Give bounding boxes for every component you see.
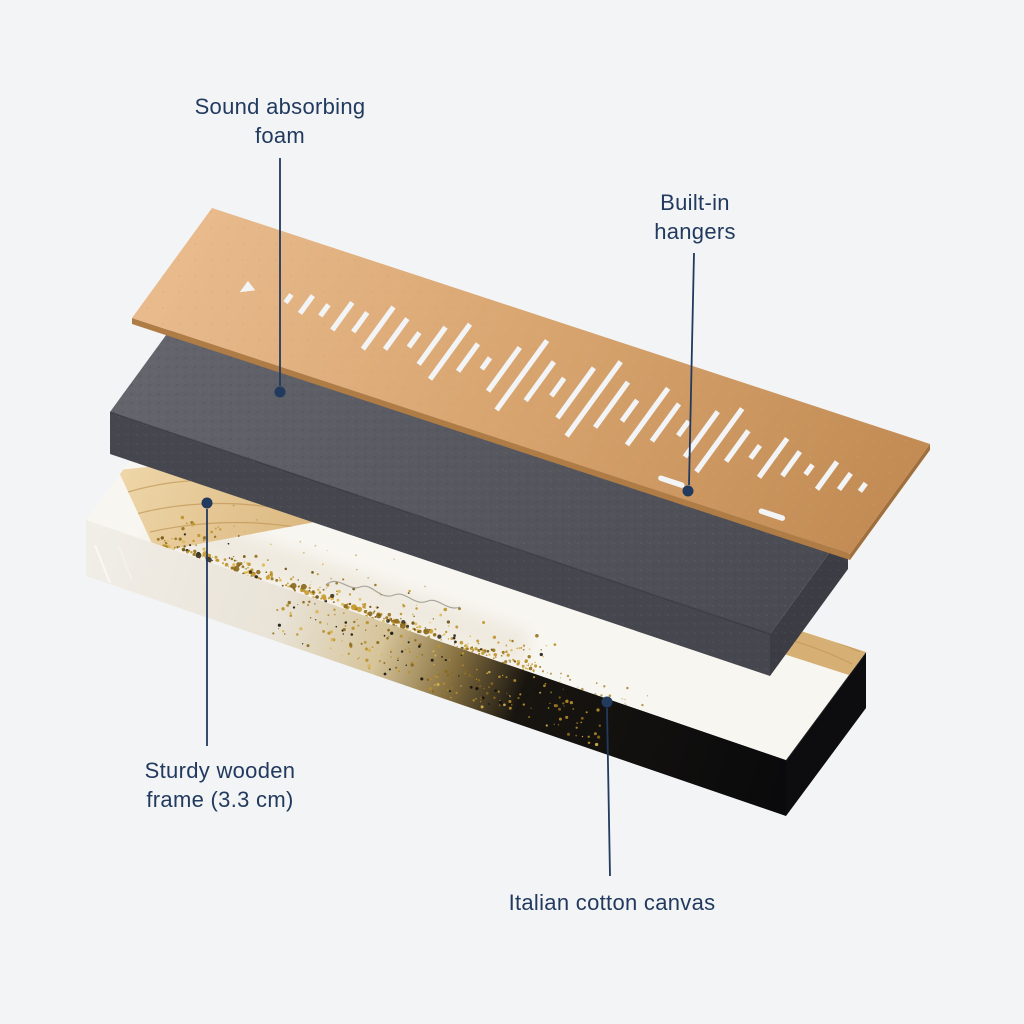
callout-line-hangers: [688, 252, 695, 486]
label-sturdy-wooden-frame: Sturdy wooden frame (3.3 cm): [145, 757, 296, 814]
callout-dot-canvas: [601, 696, 613, 708]
foam-layer: [109, 305, 848, 676]
label-text-line: frame (3.3 cm): [146, 786, 294, 812]
label-sound-absorbing-foam: Sound absorbing foam: [195, 93, 366, 150]
play-triangle-cutout: [239, 280, 256, 293]
soundwave-cutouts: [283, 292, 868, 493]
callout-lines: [201, 158, 695, 877]
callout-dot-frame: [201, 497, 213, 509]
label-italian-cotton-canvas: Italian cotton canvas: [509, 889, 716, 918]
label-text-line: foam: [254, 122, 306, 148]
soundwave-panel-layer: [132, 208, 930, 560]
label-text-line: Italian cotton canvas: [508, 890, 716, 915]
callout-dot-hangers: [682, 485, 694, 497]
label-built-in-hangers: Built-in hangers: [654, 189, 736, 246]
callout-dot-foam: [274, 386, 286, 398]
label-text-line: Built-in: [660, 190, 730, 215]
front-speckle: [272, 600, 601, 747]
label-text-line: Sturdy wooden: [144, 758, 296, 783]
canvas-inscription-marks: [325, 580, 461, 609]
hanger-slot-cutout: [658, 475, 685, 488]
callout-line-canvas: [606, 707, 611, 877]
hanger-slot-cutout: [758, 508, 786, 521]
label-text-line: Sound absorbing: [194, 94, 366, 119]
label-text-line: hangers: [654, 218, 736, 244]
